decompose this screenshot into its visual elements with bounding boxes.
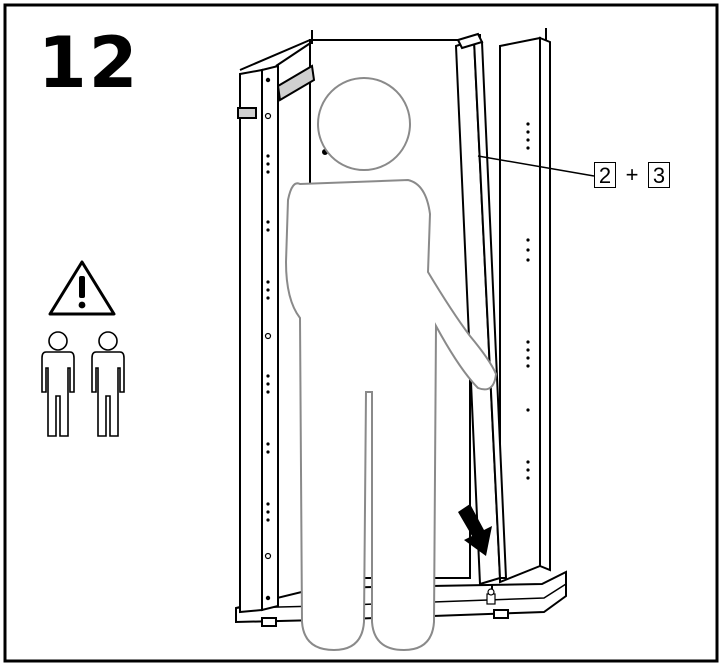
- part-plus-sign: +: [625, 162, 639, 187]
- two-person-icon: [41, 331, 125, 437]
- page-border: [3, 3, 719, 663]
- person-icon: [41, 331, 75, 437]
- part-leader-line: [477, 155, 595, 177]
- person-figure: [284, 77, 498, 652]
- warning-triangle-icon: [48, 260, 116, 316]
- right-side-panel: [479, 28, 551, 584]
- part-number-box: 3: [648, 162, 670, 188]
- left-side-panel: [237, 30, 313, 614]
- step-number: 12: [38, 22, 140, 104]
- down-arrow-icon: [458, 504, 492, 556]
- part-number-box: 2: [594, 162, 616, 188]
- top-rail: [275, 41, 316, 102]
- inserted-panel: [454, 32, 508, 605]
- person-icon: [91, 331, 125, 437]
